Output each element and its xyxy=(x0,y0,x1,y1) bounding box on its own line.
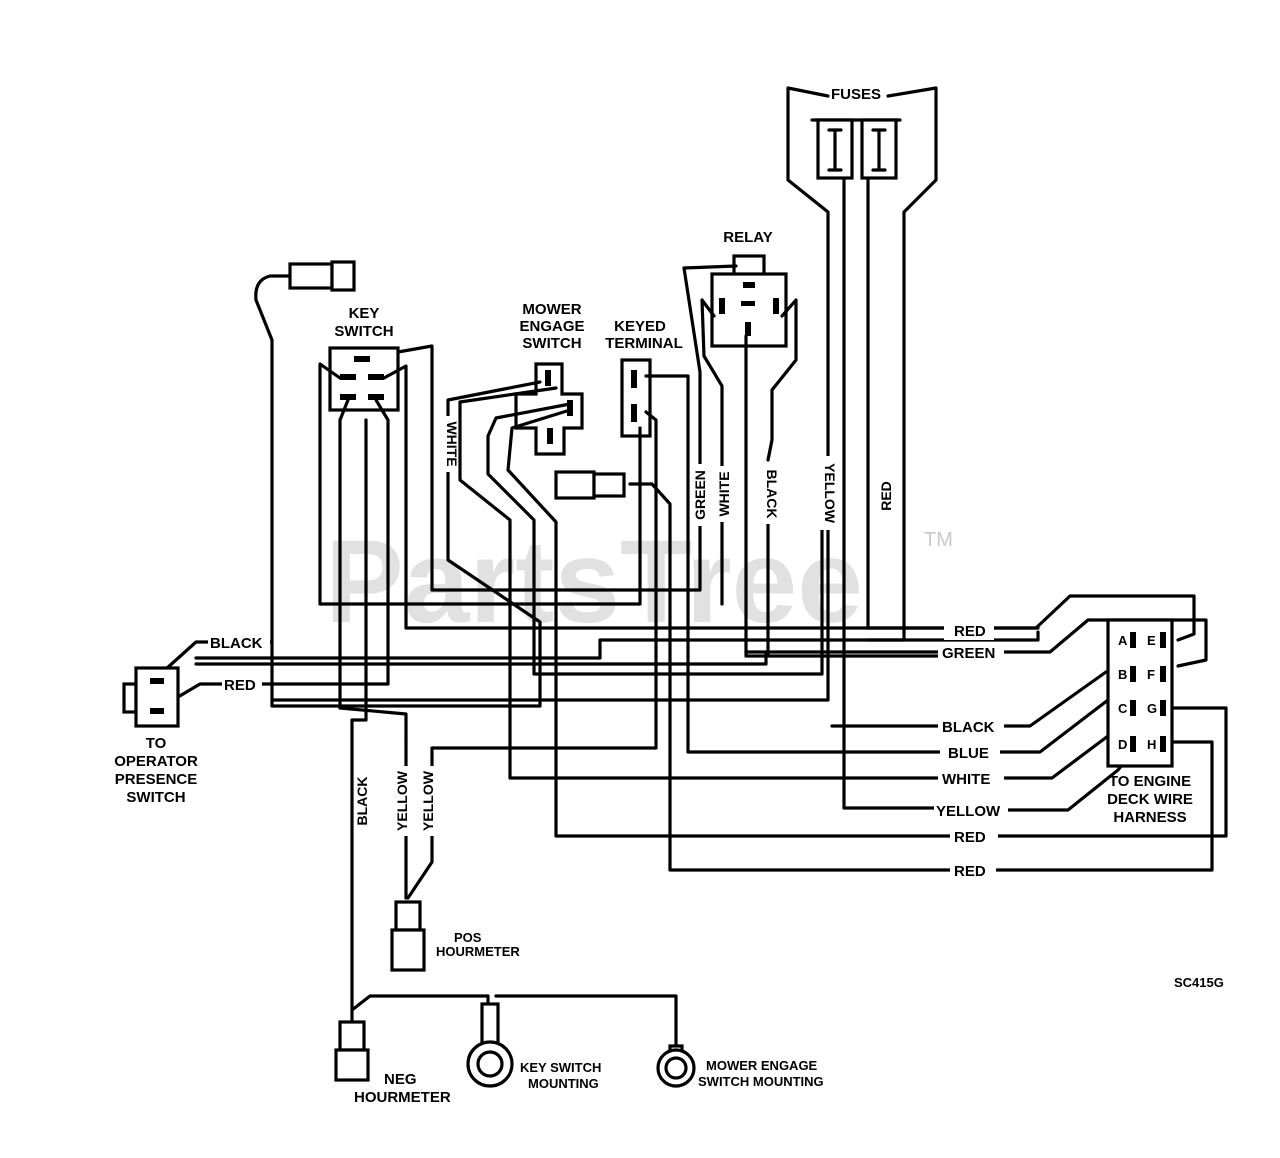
svg-text:NEG: NEG xyxy=(384,1071,417,1088)
svg-text:OPERATOR: OPERATOR xyxy=(114,753,198,770)
svg-text:PRESENCE: PRESENCE xyxy=(115,771,198,788)
relay: RELAY xyxy=(710,229,788,348)
svg-text:BLACK: BLACK xyxy=(354,777,370,826)
svg-text:SWITCH: SWITCH xyxy=(334,323,393,340)
fuses: FUSES xyxy=(786,86,938,810)
harness-wires xyxy=(154,264,1040,1024)
svg-text:GREEN: GREEN xyxy=(942,645,995,662)
svg-text:TO: TO xyxy=(146,735,167,752)
svg-text:POS: POS xyxy=(454,930,482,945)
svg-text:HARNESS: HARNESS xyxy=(1113,809,1186,826)
keyed-terminal: KEYED TERMINAL xyxy=(605,318,683,438)
key-switch: KEY SWITCH xyxy=(328,305,400,412)
svg-text:GREEN: GREEN xyxy=(692,470,708,520)
svg-text:RED: RED xyxy=(878,481,894,511)
fuses-label: FUSES xyxy=(831,86,881,103)
svg-text:SWITCH: SWITCH xyxy=(126,789,185,806)
svg-text:TERMINAL: TERMINAL xyxy=(605,335,683,352)
svg-text:B: B xyxy=(1118,667,1127,682)
svg-text:WHITE: WHITE xyxy=(942,771,990,788)
svg-text:KEYED: KEYED xyxy=(614,318,666,335)
svg-text:E: E xyxy=(1147,633,1156,648)
svg-text:A: A xyxy=(1118,633,1128,648)
label-op-red: RED xyxy=(224,677,256,694)
svg-text:KEY SWITCH: KEY SWITCH xyxy=(520,1060,601,1075)
svg-text:H: H xyxy=(1147,737,1156,752)
wire-labels: BLACK RED RED GREEN BLACK BLUE WHITE YEL… xyxy=(208,622,1008,880)
svg-text:RED: RED xyxy=(954,863,986,880)
neg-hourmeter-terminal: NEG HOURMETER xyxy=(334,1020,451,1106)
svg-text:YELLOW: YELLOW xyxy=(420,770,436,831)
svg-text:SWITCH MOUNTING: SWITCH MOUNTING xyxy=(698,1074,824,1089)
svg-text:WHITE: WHITE xyxy=(716,471,732,516)
watermark-tm: TM xyxy=(924,529,953,551)
watermark: PartsTree xyxy=(325,516,863,648)
svg-text:BLUE: BLUE xyxy=(948,745,989,762)
svg-text:KEY: KEY xyxy=(349,305,380,322)
key-switch-mounting-ring: KEY SWITCH MOUNTING xyxy=(466,1002,601,1091)
svg-text:SWITCH: SWITCH xyxy=(522,335,581,352)
svg-text:D: D xyxy=(1118,737,1127,752)
svg-text:WHITE: WHITE xyxy=(444,421,460,466)
svg-text:RED: RED xyxy=(954,623,986,640)
svg-text:TO ENGINE: TO ENGINE xyxy=(1109,773,1191,790)
harness-right xyxy=(744,594,1228,872)
operator-presence-connector: TO OPERATOR PRESENCE SWITCH xyxy=(114,666,198,806)
pos-hourmeter-terminal: POS HOURMETER xyxy=(390,900,520,972)
svg-text:MOWER ENGAGE: MOWER ENGAGE xyxy=(706,1058,818,1073)
spade-terminal-mid xyxy=(554,470,626,500)
mower-engage-switch: MOWER ENGAGE SWITCH xyxy=(514,301,585,456)
svg-text:DECK WIRE: DECK WIRE xyxy=(1107,791,1193,808)
svg-text:HOURMETER: HOURMETER xyxy=(354,1089,451,1106)
part-code: SC415G xyxy=(1174,975,1224,990)
svg-text:F: F xyxy=(1147,667,1155,682)
svg-text:BLACK: BLACK xyxy=(942,719,995,736)
svg-text:MOWER: MOWER xyxy=(522,301,581,318)
relay-label: RELAY xyxy=(723,229,772,246)
svg-text:G: G xyxy=(1147,701,1157,716)
svg-text:MOUNTING: MOUNTING xyxy=(528,1076,599,1091)
mower-engage-mounting-ring: MOWER ENGAGE SWITCH MOUNTING xyxy=(656,1044,824,1089)
svg-text:YELLOW: YELLOW xyxy=(394,770,410,831)
svg-text:HOURMETER: HOURMETER xyxy=(436,944,520,959)
svg-text:ENGAGE: ENGAGE xyxy=(519,318,584,335)
vertical-wire-labels: WHITE GREEN WHITE BLACK YELLOW RED BLACK… xyxy=(354,416,902,836)
svg-text:YELLOW: YELLOW xyxy=(822,463,838,524)
svg-text:RED: RED xyxy=(954,829,986,846)
svg-text:BLACK: BLACK xyxy=(764,470,780,519)
label-op-black: BLACK xyxy=(210,635,263,652)
engine-deck-connector: A B C D E F G H TO ENGINE DECK WIRE HARN… xyxy=(1106,618,1193,826)
svg-text:C: C xyxy=(1118,701,1128,716)
svg-text:YELLOW: YELLOW xyxy=(936,803,1001,820)
spade-terminal-top xyxy=(288,260,356,292)
